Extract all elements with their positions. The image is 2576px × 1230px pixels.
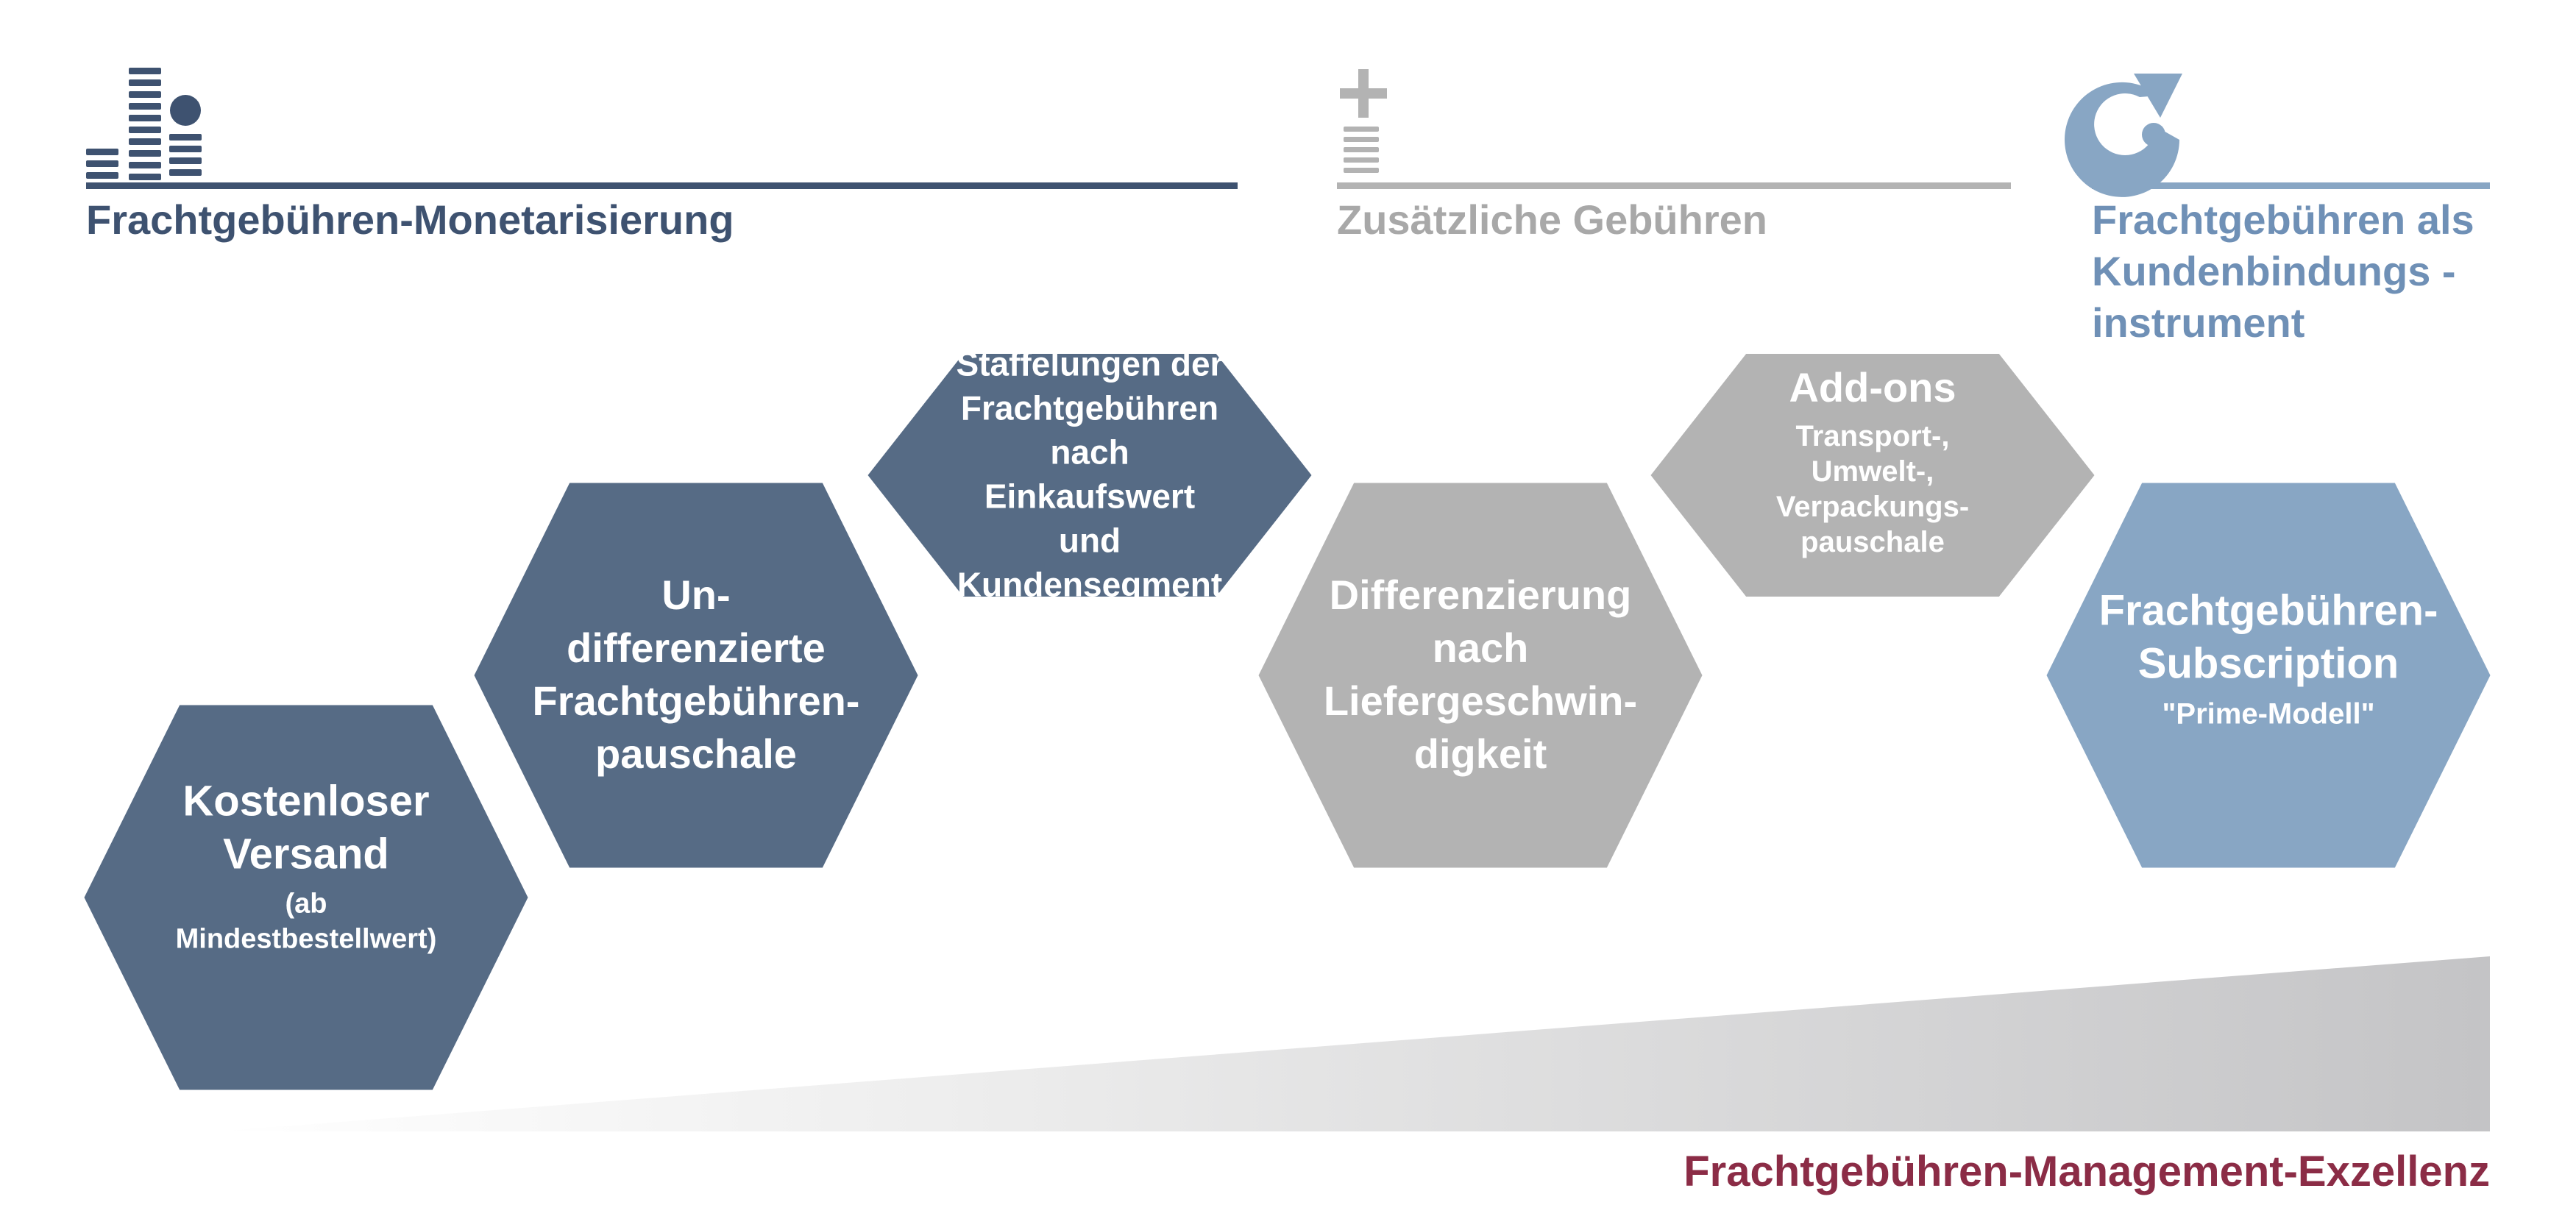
hexagon-title-line: Staffelungen der bbox=[957, 345, 1224, 383]
section-header-monetarisierung: Frachtgebühren-Monetarisierung bbox=[86, 182, 1238, 243]
hexagon-add-ons: Add-onsTransport-,Umwelt-,Verpackungs-pa… bbox=[1650, 354, 2095, 597]
hexagon-subtitle-line: pauschale bbox=[1800, 526, 1945, 558]
hexagon-title-line: Frachtgebühren bbox=[961, 389, 1218, 427]
hexagon-subtitle-line: "Prime-Modell" bbox=[2162, 698, 2374, 730]
hexagon-subtitle-line: Umwelt-, bbox=[1812, 455, 1934, 488]
hexagon-title-line: Subscription bbox=[2138, 640, 2399, 688]
hexagon-title-line: Kundensegment bbox=[957, 566, 1222, 604]
hexagon-title-line: und bbox=[1059, 522, 1121, 560]
hexagon-title-line: pauschale bbox=[595, 730, 797, 777]
hexagon-shape bbox=[84, 705, 528, 1090]
hexagon-title-line: digkeit bbox=[1414, 730, 1547, 777]
hexagon-undifferenzierte-pauschale: Un-differenzierteFrachtgebühren-pauschal… bbox=[474, 483, 918, 868]
plus-stack-icon bbox=[1340, 69, 1387, 173]
hexagon-title-line: Differenzierung bbox=[1330, 572, 1632, 618]
hexagon-title-line: Liefergeschwin- bbox=[1324, 678, 1637, 724]
hexagon-title-line: nach bbox=[1050, 433, 1129, 472]
hexagon-title-line: Add-ons bbox=[1789, 364, 1956, 410]
hexagon-shape bbox=[867, 354, 1312, 597]
hexagon-subtitle-line: Transport-, bbox=[1796, 420, 1950, 452]
hexagon-shape bbox=[2046, 483, 2491, 868]
customer-cycle-icon bbox=[2064, 74, 2182, 197]
hexagon-subtitle-line: (ab bbox=[285, 889, 327, 920]
hexagon-title-line: Einkaufswert bbox=[984, 477, 1195, 516]
hexagon-differenzierung-liefergeschwindigkeit: Differenzierung nachLiefergeschwin-digkei… bbox=[1258, 483, 1703, 868]
hexagon-shape bbox=[474, 483, 918, 868]
excellence-label: Frachtgebühren-Management-Exzellenz bbox=[1683, 1148, 2490, 1195]
hexagon-subtitle-line: Mindestbestellwert) bbox=[176, 924, 437, 955]
hexagon-title-line: Versand bbox=[223, 831, 389, 878]
hexagon-title-line: nach bbox=[1433, 625, 1529, 671]
hexagon-title-line: Frachtgebühren- bbox=[2099, 587, 2438, 635]
coin-stack-icon bbox=[86, 68, 202, 180]
section-title: Frachtgebühren-Monetarisierung bbox=[86, 196, 734, 243]
hexagon-subscription: Frachtgebühren- Subscription "Prime-Modell… bbox=[2046, 483, 2491, 868]
excellence-gradient-wedge bbox=[217, 956, 2490, 1131]
hexagon-title-line: Frachtgebühren- bbox=[533, 678, 860, 724]
section-title-line: instrument bbox=[2092, 299, 2304, 346]
hexagon-title-line: Un- bbox=[661, 572, 730, 618]
hexagon-title-line: differenzierte bbox=[567, 625, 826, 671]
section-title: Zusätzliche Gebühren bbox=[1337, 196, 1767, 243]
section-title-line: Kundenbindungs - bbox=[2092, 248, 2456, 294]
hexagon-subtitle-line: Verpackungs- bbox=[1776, 491, 1969, 523]
hexagon-shape bbox=[1650, 354, 2095, 597]
hexagon-shape bbox=[1258, 483, 1703, 868]
section-title-line: Frachtgebühren als bbox=[2092, 196, 2474, 243]
section-title-line: Frachtgebühren-Monetarisierung bbox=[86, 196, 734, 243]
section-title-line: Zusätzliche Gebühren bbox=[1337, 196, 1767, 243]
hexagon-title-line: Kostenloser bbox=[182, 778, 429, 825]
section-header-zusatz: Zusätzliche Gebühren bbox=[1337, 182, 2011, 243]
